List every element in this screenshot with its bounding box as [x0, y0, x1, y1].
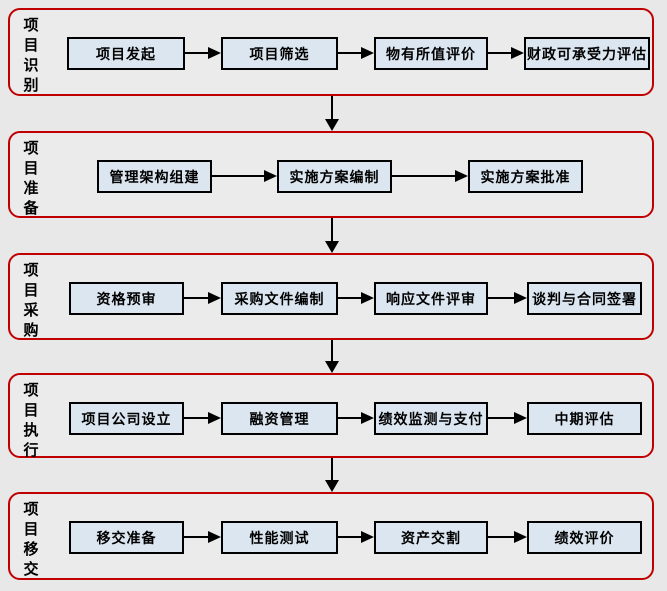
- step-box: 移交准备: [69, 521, 184, 554]
- flow-arrow-right-icon: [338, 46, 374, 60]
- stage-label: 项目执行: [23, 381, 39, 459]
- section-project-identification: 项目识别 项目发起 项目筛选 物有所值评价 财政可承受力评估: [8, 8, 654, 96]
- step-box: 实施方案编制: [277, 160, 392, 193]
- stage-label: 项目采购: [23, 261, 39, 339]
- stage-connector-arrow-down-icon: [325, 340, 339, 373]
- step-label: 资产交割: [401, 530, 461, 547]
- step-box: 绩效评价: [527, 521, 642, 554]
- step-box: 管理架构组建: [97, 160, 212, 193]
- stage-label: 项目准备: [23, 139, 39, 217]
- step-label: 物有所值评价: [386, 46, 476, 63]
- step-label: 项目公司设立: [81, 411, 172, 428]
- step-box: 项目公司设立: [69, 402, 184, 435]
- step-box: 财政可承受力评估: [524, 37, 650, 70]
- step-label: 融资管理: [249, 411, 310, 428]
- step-box: 性能测试: [221, 521, 338, 554]
- step-box: 绩效监测与支付: [374, 402, 488, 435]
- step-label: 财政可承受力评估: [527, 46, 647, 63]
- flow-arrow-right-icon: [338, 411, 374, 425]
- step-box: 资格预审: [69, 282, 184, 315]
- step-box: 项目发起: [67, 37, 185, 70]
- flow-arrow-right-icon: [184, 530, 221, 544]
- step-label: 采购文件编制: [234, 291, 325, 308]
- step-box: 谈判与合同签署: [527, 282, 642, 315]
- section-project-procurement: 项目采购 资格预审 采购文件编制 响应文件评审 谈判与合同签署: [8, 253, 654, 340]
- step-box: 中期评估: [527, 402, 642, 435]
- step-box: 资产交割: [374, 521, 488, 554]
- stage-connector-arrow-down-icon: [325, 96, 339, 131]
- step-label: 项目筛选: [249, 46, 310, 63]
- flow-arrow-right-icon: [392, 169, 468, 183]
- step-label: 绩效评价: [554, 530, 615, 547]
- step-box: 融资管理: [221, 402, 338, 435]
- step-label: 项目发起: [96, 46, 156, 63]
- flow-arrow-right-icon: [185, 46, 221, 60]
- stage-connector-arrow-down-icon: [325, 458, 339, 492]
- stage-connector-arrow-down-icon: [325, 218, 339, 253]
- step-label: 响应文件评审: [386, 291, 476, 308]
- step-label: 实施方案批准: [480, 169, 571, 186]
- step-label: 谈判与合同签署: [532, 291, 637, 308]
- step-box: 项目筛选: [221, 37, 338, 70]
- step-label: 移交准备: [96, 530, 157, 547]
- step-label: 中期评估: [554, 411, 615, 428]
- section-project-execution: 项目执行 项目公司设立 融资管理 绩效监测与支付 中期评估: [8, 373, 654, 459]
- step-label: 绩效监测与支付: [378, 411, 484, 428]
- flow-arrow-right-icon: [488, 411, 527, 425]
- step-label: 实施方案编制: [289, 169, 380, 186]
- step-label: 性能测试: [249, 530, 310, 547]
- flow-arrow-right-icon: [338, 291, 374, 305]
- flow-arrow-right-icon: [488, 530, 527, 544]
- step-box: 采购文件编制: [221, 282, 338, 315]
- flow-arrow-right-icon: [338, 530, 374, 544]
- step-label: 资格预审: [96, 291, 157, 308]
- stage-label: 项目移交: [23, 500, 39, 578]
- step-box: 实施方案批准: [468, 160, 583, 193]
- flow-arrow-right-icon: [488, 291, 527, 305]
- step-box: 物有所值评价: [374, 37, 488, 70]
- section-project-handover: 项目移交 移交准备 性能测试 资产交割 绩效评价: [8, 492, 654, 580]
- stage-label: 项目识别: [23, 16, 39, 94]
- step-label: 管理架构组建: [109, 169, 200, 186]
- flow-arrow-right-icon: [184, 411, 221, 425]
- flow-arrow-right-icon: [212, 169, 277, 183]
- step-box: 响应文件评审: [374, 282, 488, 315]
- section-project-preparation: 项目准备 管理架构组建 实施方案编制 实施方案批准: [8, 131, 654, 218]
- flow-arrow-right-icon: [488, 46, 524, 60]
- flow-arrow-right-icon: [184, 291, 221, 305]
